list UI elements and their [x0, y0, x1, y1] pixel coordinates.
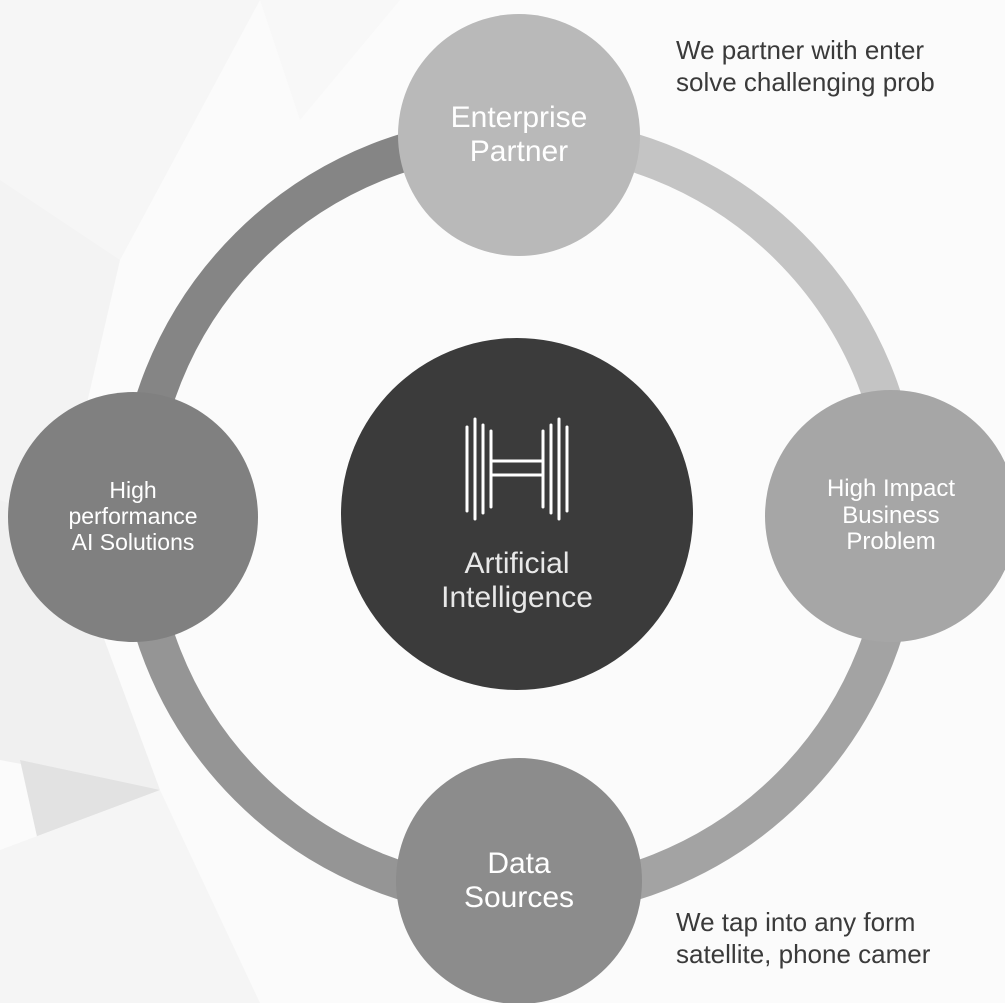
description-line: solve challenging prob — [676, 67, 935, 97]
node-label: performance — [68, 503, 198, 530]
description-line: We tap into any form — [676, 907, 916, 937]
node-label: Enterprise — [450, 101, 588, 135]
node-label: Business — [842, 501, 940, 529]
node-label: Data — [487, 847, 551, 881]
node-enterprise-partner: Enterprise Partner — [398, 14, 640, 256]
center-label: Intelligence — [441, 581, 593, 614]
description-line: We partner with enter — [676, 35, 925, 65]
node-artificial-intelligence: Artificial Intelligence — [341, 338, 693, 690]
node-high-performance-ai-solutions: High performance AI Solutions — [8, 392, 258, 642]
node-label: High Impact — [826, 474, 956, 502]
node-data-sources: Data Sources — [396, 758, 642, 1003]
node-high-impact-business-problem: High Impact Business Problem — [765, 390, 1005, 642]
description-data-sources: We tap into any form satellite, phone ca… — [676, 906, 930, 970]
h-logo-icon — [465, 417, 569, 521]
node-label: Partner — [469, 135, 569, 168]
center-label: Artificial — [464, 547, 570, 581]
node-label: AI Solutions — [71, 528, 195, 555]
node-label: High — [109, 477, 157, 504]
node-label: Problem — [846, 528, 936, 556]
description-enterprise-partner: We partner with enter solve challenging … — [676, 34, 935, 98]
node-label: Sources — [463, 881, 575, 914]
description-line: satellite, phone camer — [676, 939, 931, 969]
